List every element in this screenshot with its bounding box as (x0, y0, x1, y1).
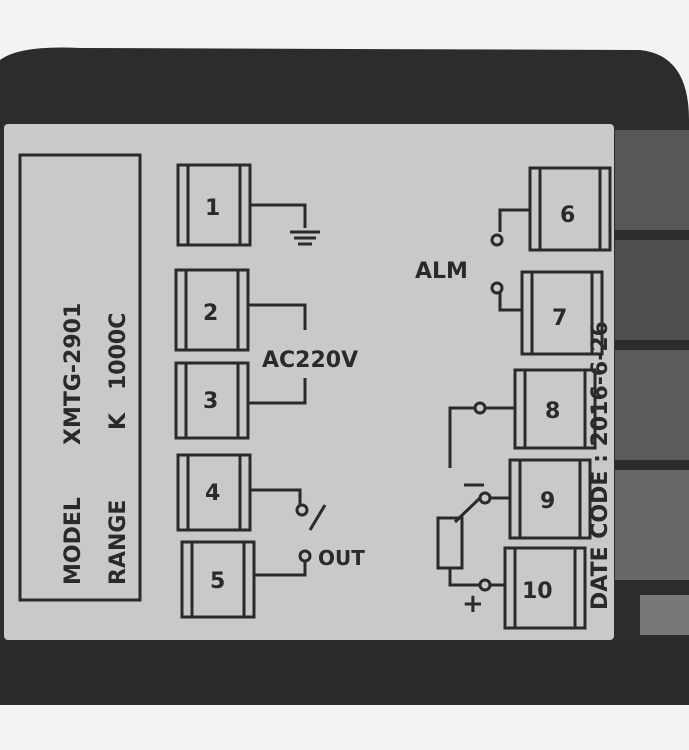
terminal-10-label: 10 (522, 579, 553, 604)
date-code: DATE CODE : 2016-6-26 (588, 321, 613, 610)
range-type: K (106, 412, 131, 430)
model-prefix: MODEL (61, 497, 86, 585)
output-label: OUT (318, 546, 365, 570)
left-terminal-frames (174, 163, 256, 619)
housing-bottom (0, 640, 689, 705)
terminal-8-label: 8 (545, 399, 560, 424)
model-value: XMTG-2901 (61, 303, 86, 445)
terminal-3-label: 3 (203, 389, 218, 414)
right-wiring (436, 208, 530, 592)
terminal-5-label: 5 (210, 569, 225, 594)
model-range-box (18, 153, 142, 602)
range-prefix: RANGE (106, 500, 131, 585)
terminal-1-label: 1 (205, 196, 220, 221)
label-plate (4, 124, 614, 640)
alarm-label: ALM (415, 259, 468, 284)
terminal-2-label: 2 (203, 301, 218, 326)
terminal-6-label: 6 (560, 203, 575, 228)
left-wiring (248, 203, 327, 577)
plus-sign: + (462, 589, 484, 619)
power-label: AC220V (262, 348, 358, 373)
connector-blocks (615, 130, 689, 635)
terminal-9-label: 9 (540, 489, 555, 514)
terminal-7-label: 7 (552, 306, 567, 331)
terminal-4-label: 4 (205, 481, 220, 506)
range-value: 1000C (106, 313, 131, 390)
